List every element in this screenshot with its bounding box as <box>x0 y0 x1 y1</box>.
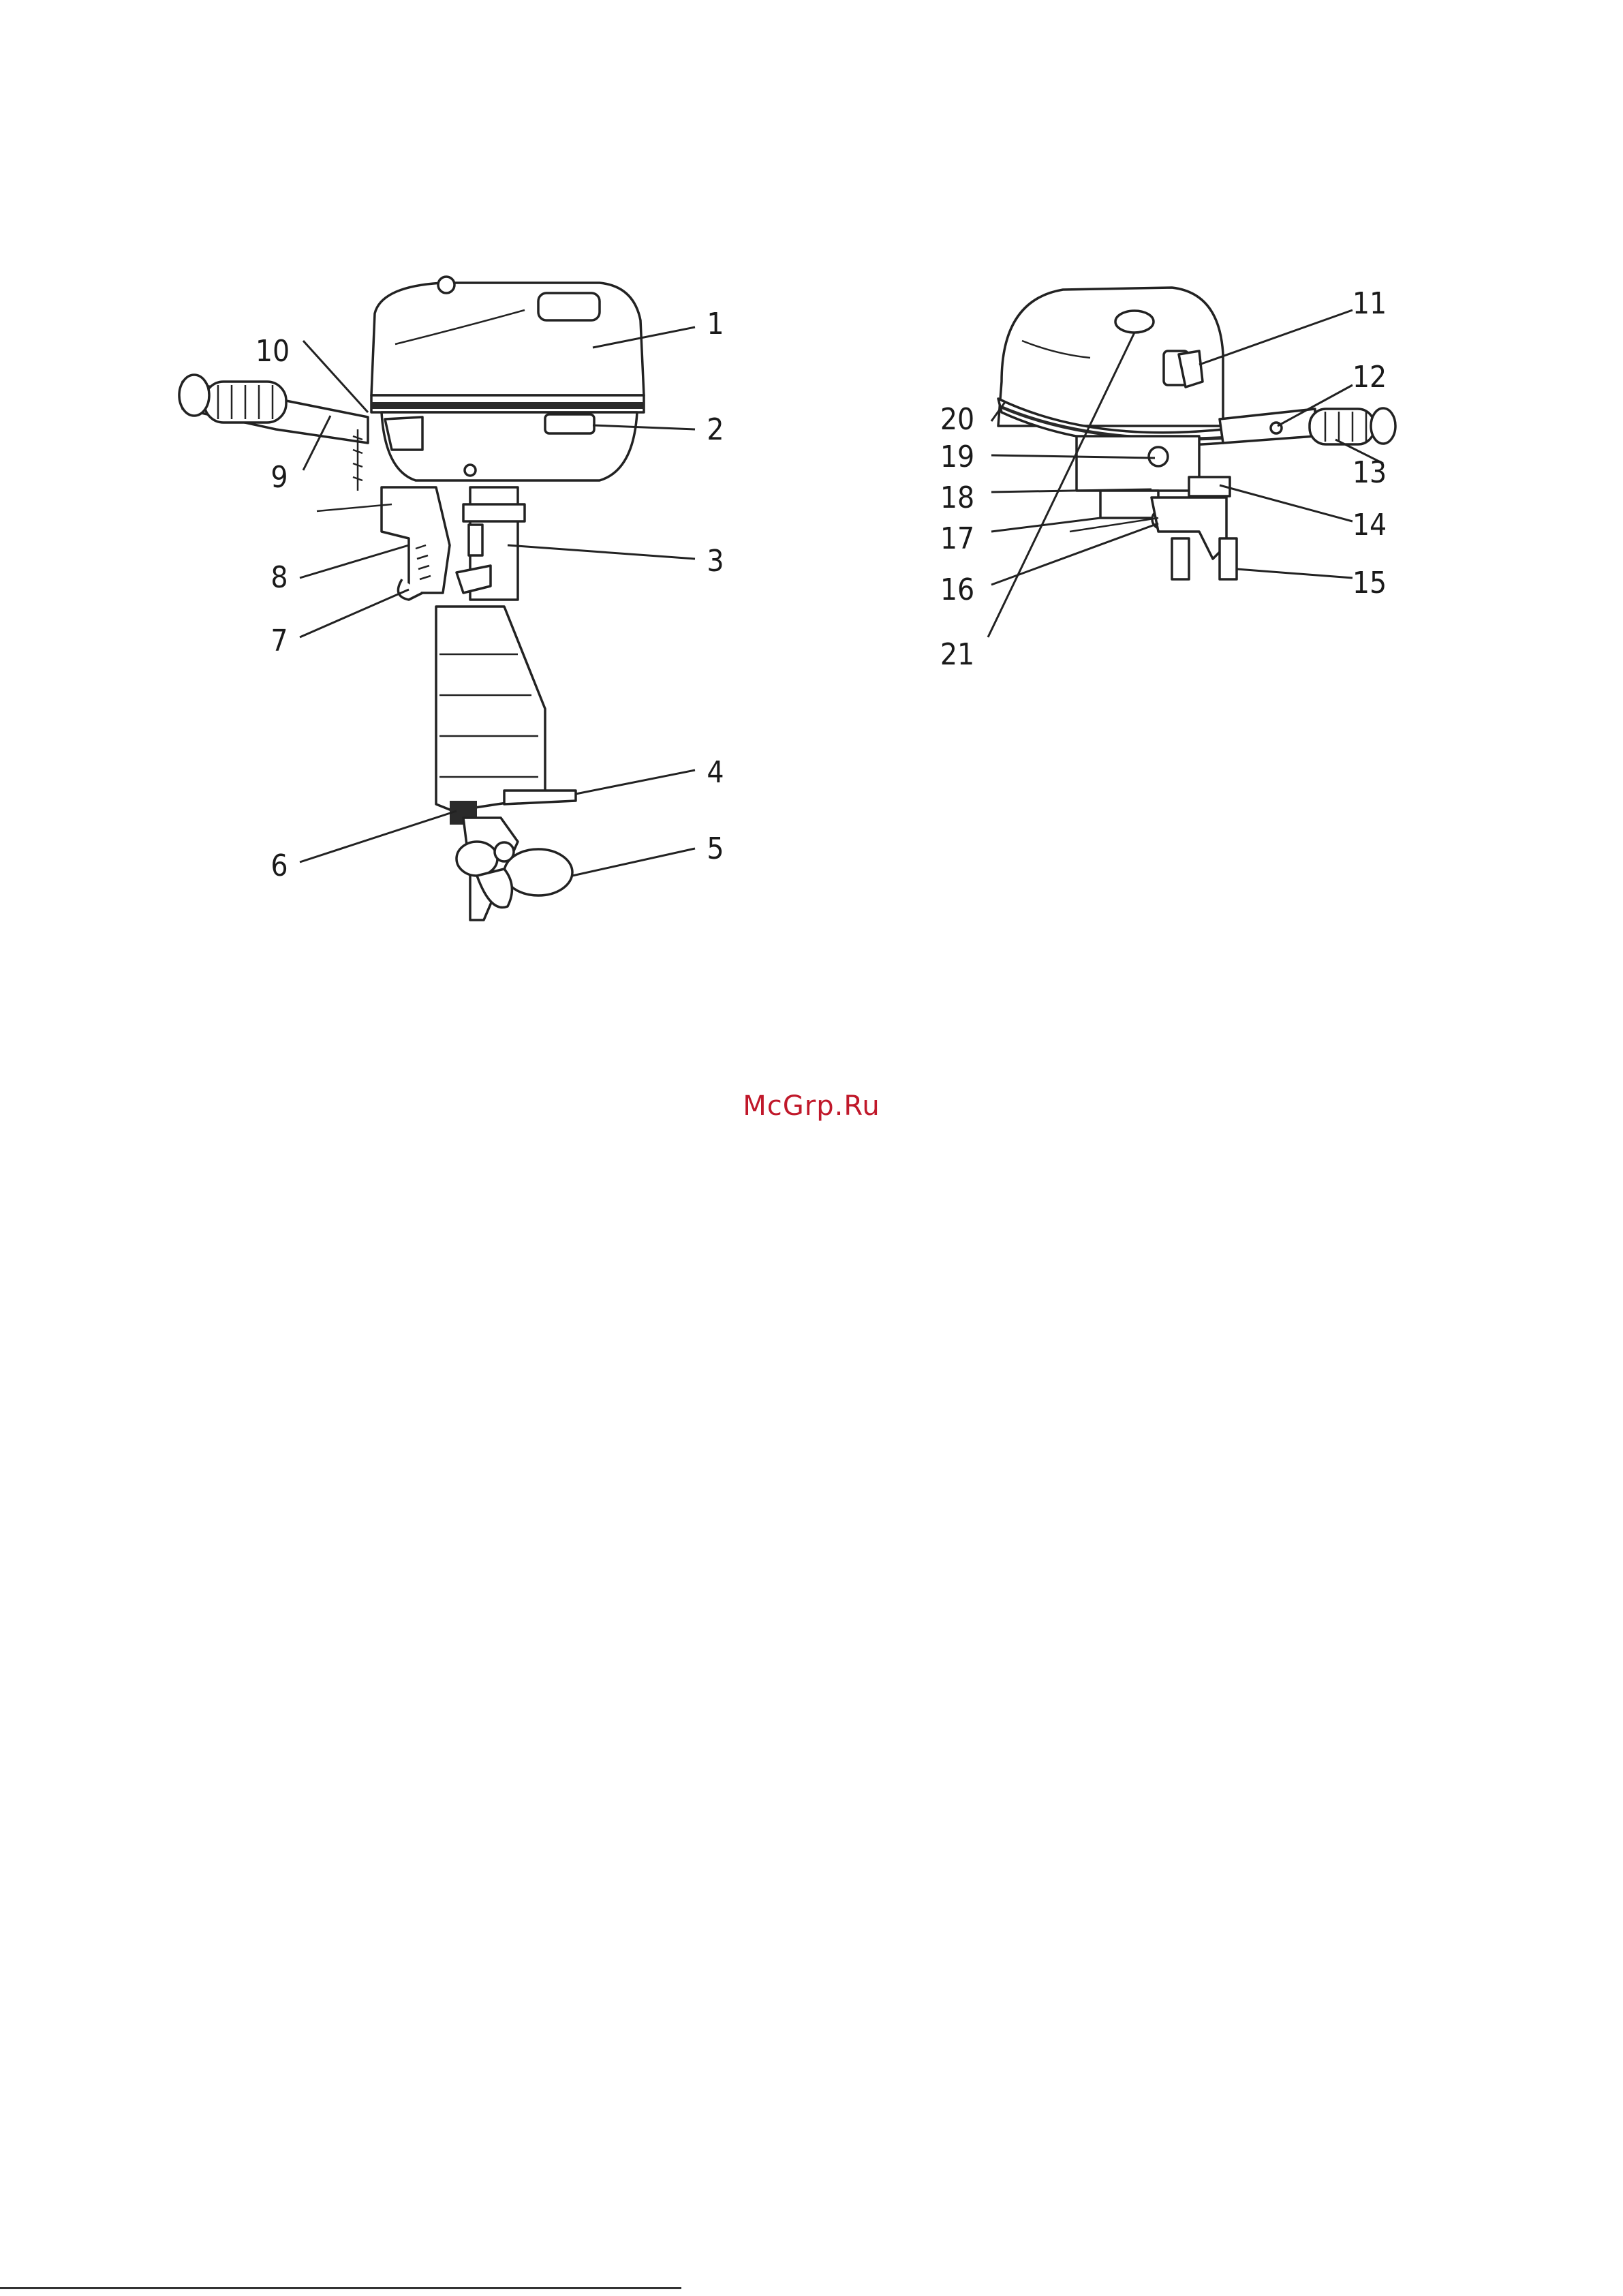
motor-right-view: 11 12 13 14 15 16 17 18 19 20 21 <box>940 286 1395 672</box>
bottom-rule <box>0 2287 681 2289</box>
swivel-shaft <box>457 487 525 600</box>
motor-left-view: 1 2 3 4 5 6 7 8 9 10 <box>179 277 724 920</box>
driveshaft-housing <box>436 607 576 825</box>
callout-4: 4 <box>707 755 724 790</box>
callout-3: 3 <box>707 544 724 579</box>
callout-7: 7 <box>270 624 288 658</box>
tiller-handle-rear <box>1220 408 1395 444</box>
callout-1: 1 <box>707 307 724 341</box>
callout-6: 6 <box>270 848 288 883</box>
callout-19: 19 <box>940 440 974 474</box>
tiller-handle <box>179 375 368 443</box>
callout-21: 21 <box>940 637 974 672</box>
watermark: McGrp.Ru <box>0 1090 1623 1122</box>
callout-12: 12 <box>1352 360 1387 395</box>
callout-14: 14 <box>1352 508 1387 542</box>
callout-11: 11 <box>1352 286 1387 321</box>
callout-18: 18 <box>940 480 974 515</box>
leader-8 <box>300 545 409 578</box>
callout-9: 9 <box>270 460 288 495</box>
callout-13: 13 <box>1352 455 1387 490</box>
lower-cowling <box>382 412 637 480</box>
callout-20: 20 <box>940 402 974 437</box>
leader-15 <box>1237 569 1352 578</box>
callout-8: 8 <box>270 560 288 595</box>
leader-3 <box>508 545 695 559</box>
callout-16: 16 <box>940 572 974 607</box>
gearcase-propeller <box>457 818 572 920</box>
leader-4 <box>576 770 695 794</box>
leader-16 <box>991 523 1158 585</box>
leader-5 <box>572 848 695 876</box>
leader-14 <box>1220 485 1352 521</box>
callout-10: 10 <box>256 334 290 369</box>
callout-2: 2 <box>707 412 724 447</box>
callout-17: 17 <box>940 521 974 556</box>
leader-6 <box>300 811 457 862</box>
cowling-rear <box>998 288 1223 445</box>
leader-7 <box>300 590 409 637</box>
leader-10 <box>303 341 368 412</box>
callout-5: 5 <box>707 831 724 866</box>
callout-15: 15 <box>1352 566 1387 600</box>
